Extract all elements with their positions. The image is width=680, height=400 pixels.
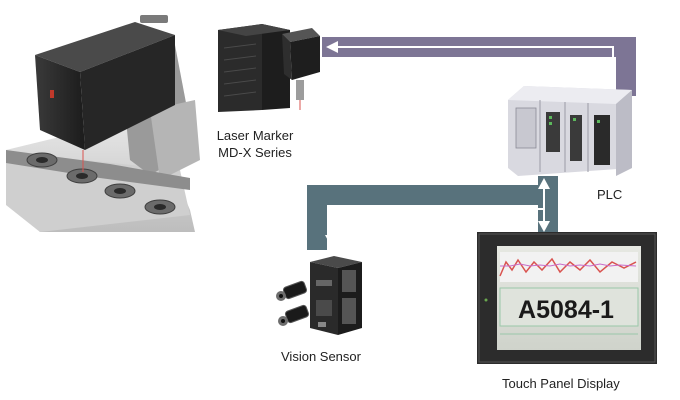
- plc-to-laser-link: [322, 37, 636, 96]
- laser-marker-label-line2: MD-X Series: [218, 145, 292, 160]
- plc-device-image: [508, 86, 632, 176]
- laser-marker-label: Laser Marker MD-X Series: [203, 127, 307, 161]
- arrowhead-to-plc-icon: [538, 178, 550, 189]
- touch-panel-label: Touch Panel Display: [502, 376, 620, 391]
- laser-marker-device-image: [218, 24, 320, 112]
- touch-panel-readout: A5084-1: [518, 296, 614, 324]
- plc-label: PLC: [597, 187, 623, 202]
- plc-to-sensor-link: [307, 176, 558, 250]
- arrowhead-to-vision-icon: [325, 235, 337, 246]
- touch-panel-device-image: A5084-1: [477, 232, 657, 364]
- vision-sensor-device-image: [276, 256, 362, 335]
- vision-sensor-label: Vision Sensor: [281, 349, 361, 364]
- arrowhead-to-panel-icon: [538, 221, 550, 232]
- laser-head-conveyor-image: [6, 15, 200, 232]
- laser-marker-label-line1: Laser Marker: [216, 128, 294, 143]
- arrowhead-to-laser-icon: [326, 41, 338, 53]
